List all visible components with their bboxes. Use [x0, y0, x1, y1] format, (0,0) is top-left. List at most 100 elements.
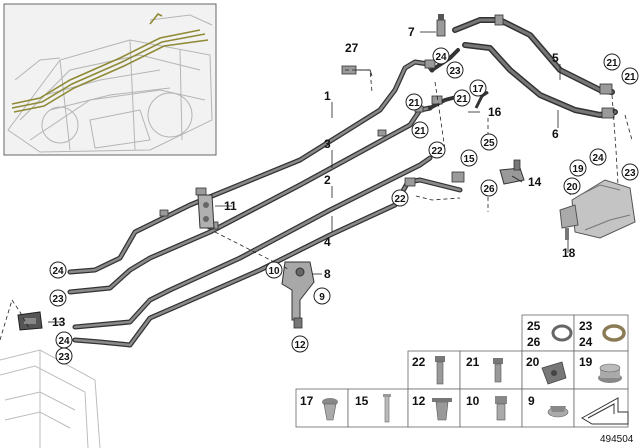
table-label-15: 15	[355, 394, 369, 408]
leader-lines-solid	[48, 31, 569, 323]
svg-text:23: 23	[624, 168, 636, 179]
svg-text:24: 24	[58, 336, 70, 347]
circle-24c: 24	[49, 261, 67, 279]
table-label-20: 20	[526, 355, 540, 369]
circle-17a: 17	[469, 79, 487, 97]
circle-10a: 10	[265, 261, 283, 279]
circle-23c: 23	[49, 289, 67, 307]
parts-table: 25 26 23 24 22 21 20 19 17 15 12 10 9	[295, 314, 629, 428]
table-label-22: 22	[412, 355, 426, 369]
circle-23b: 23	[621, 163, 639, 181]
table-label-19: 19	[579, 355, 593, 369]
svg-text:23: 23	[58, 352, 70, 363]
clip-20-icon	[541, 361, 567, 385]
circle-15a: 15	[460, 149, 478, 167]
circle-25a: 25	[480, 133, 498, 151]
svg-text:21: 21	[456, 94, 468, 105]
part-27	[341, 65, 373, 77]
circle-9a: 9	[313, 287, 331, 305]
plain-callouts: 1 2 3 4 5 6 7 8 11 13 14 16 18 27	[52, 25, 576, 329]
vehicle-overview-inset	[3, 3, 217, 156]
bolt-21-icon	[493, 358, 503, 383]
table-label-17: 17	[300, 394, 314, 408]
circle-21e: 21	[621, 67, 639, 85]
svg-text:9: 9	[319, 292, 325, 303]
callout-1: 1	[324, 89, 331, 103]
callout-18: 18	[562, 246, 576, 260]
part-13	[17, 311, 43, 331]
svg-text:21: 21	[624, 72, 636, 83]
part-16	[474, 90, 489, 109]
circle-19a: 19	[569, 159, 587, 177]
svg-text:22: 22	[431, 146, 443, 157]
svg-text:20: 20	[566, 182, 578, 193]
callout-4: 4	[324, 235, 331, 249]
svg-text:10: 10	[268, 266, 280, 277]
table-label-26: 26	[527, 335, 541, 349]
part-14	[499, 159, 525, 185]
svg-text:21: 21	[408, 98, 420, 109]
part-7	[436, 14, 446, 37]
bracket-11	[197, 194, 215, 229]
compressor-18	[559, 179, 636, 240]
table-label-24: 24	[579, 335, 593, 349]
callout-13: 13	[52, 315, 66, 329]
table-label-25: 25	[527, 319, 541, 333]
seal-ring-25-26-icon	[551, 324, 573, 342]
table-label-23: 23	[579, 319, 593, 333]
pipe-fittings	[159, 14, 615, 230]
callout-5: 5	[552, 51, 559, 65]
bolt-22-icon	[435, 356, 445, 385]
pipe-assembly	[67, 17, 618, 348]
callout-6: 6	[552, 127, 559, 141]
table-label-12: 12	[412, 394, 426, 408]
svg-text:21: 21	[606, 58, 618, 69]
svg-text:24: 24	[435, 52, 447, 63]
svg-text:23: 23	[449, 66, 461, 77]
svg-text:24: 24	[592, 153, 604, 164]
callout-7: 7	[408, 25, 415, 39]
svg-text:21: 21	[414, 126, 426, 137]
callout-8: 8	[324, 267, 331, 281]
table-label-9: 9	[528, 394, 535, 408]
callout-27: 27	[345, 41, 359, 55]
circle-24a: 24	[432, 47, 450, 65]
callout-16: 16	[488, 105, 502, 119]
svg-text:12: 12	[294, 340, 306, 351]
callout-14: 14	[528, 175, 542, 189]
svg-text:26: 26	[483, 184, 495, 195]
clip-17-icon	[322, 398, 338, 421]
svg-text:15: 15	[463, 154, 475, 165]
circle-23a: 23	[446, 61, 464, 79]
svg-text:23: 23	[52, 294, 64, 305]
condenser-sketch	[0, 349, 101, 448]
circle-21d: 21	[603, 53, 621, 71]
svg-text:17: 17	[472, 84, 484, 95]
bracket-8	[281, 261, 315, 329]
callout-3: 3	[324, 137, 331, 151]
circle-21b: 21	[453, 89, 471, 107]
grommet-19-icon	[598, 363, 622, 383]
circle-20a: 20	[563, 177, 581, 195]
diagram-id: 494504	[600, 434, 634, 445]
table-label-10: 10	[466, 394, 480, 408]
callout-2: 2	[324, 173, 331, 187]
circle-23d: 23	[55, 347, 73, 365]
direction-arrow-icon	[581, 397, 629, 425]
callout-11: 11	[224, 199, 237, 213]
circled-callouts: 24 23 21 21 21 21 21 22 22 17 25 15 26 2…	[49, 47, 639, 365]
svg-text:22: 22	[394, 194, 406, 205]
circle-24d: 24	[55, 331, 73, 349]
table-label-21: 21	[466, 355, 480, 369]
nut-12-icon	[432, 398, 452, 421]
screw-15-icon	[383, 394, 391, 423]
svg-text:24: 24	[52, 266, 64, 277]
circle-26a: 26	[480, 179, 498, 197]
circle-21a: 21	[405, 93, 423, 111]
circle-21c: 21	[411, 121, 429, 139]
circle-12a: 12	[291, 335, 309, 353]
seal-ring-23-24-icon	[602, 324, 626, 342]
circle-22a: 22	[428, 141, 446, 159]
nut-9-icon	[547, 406, 569, 418]
